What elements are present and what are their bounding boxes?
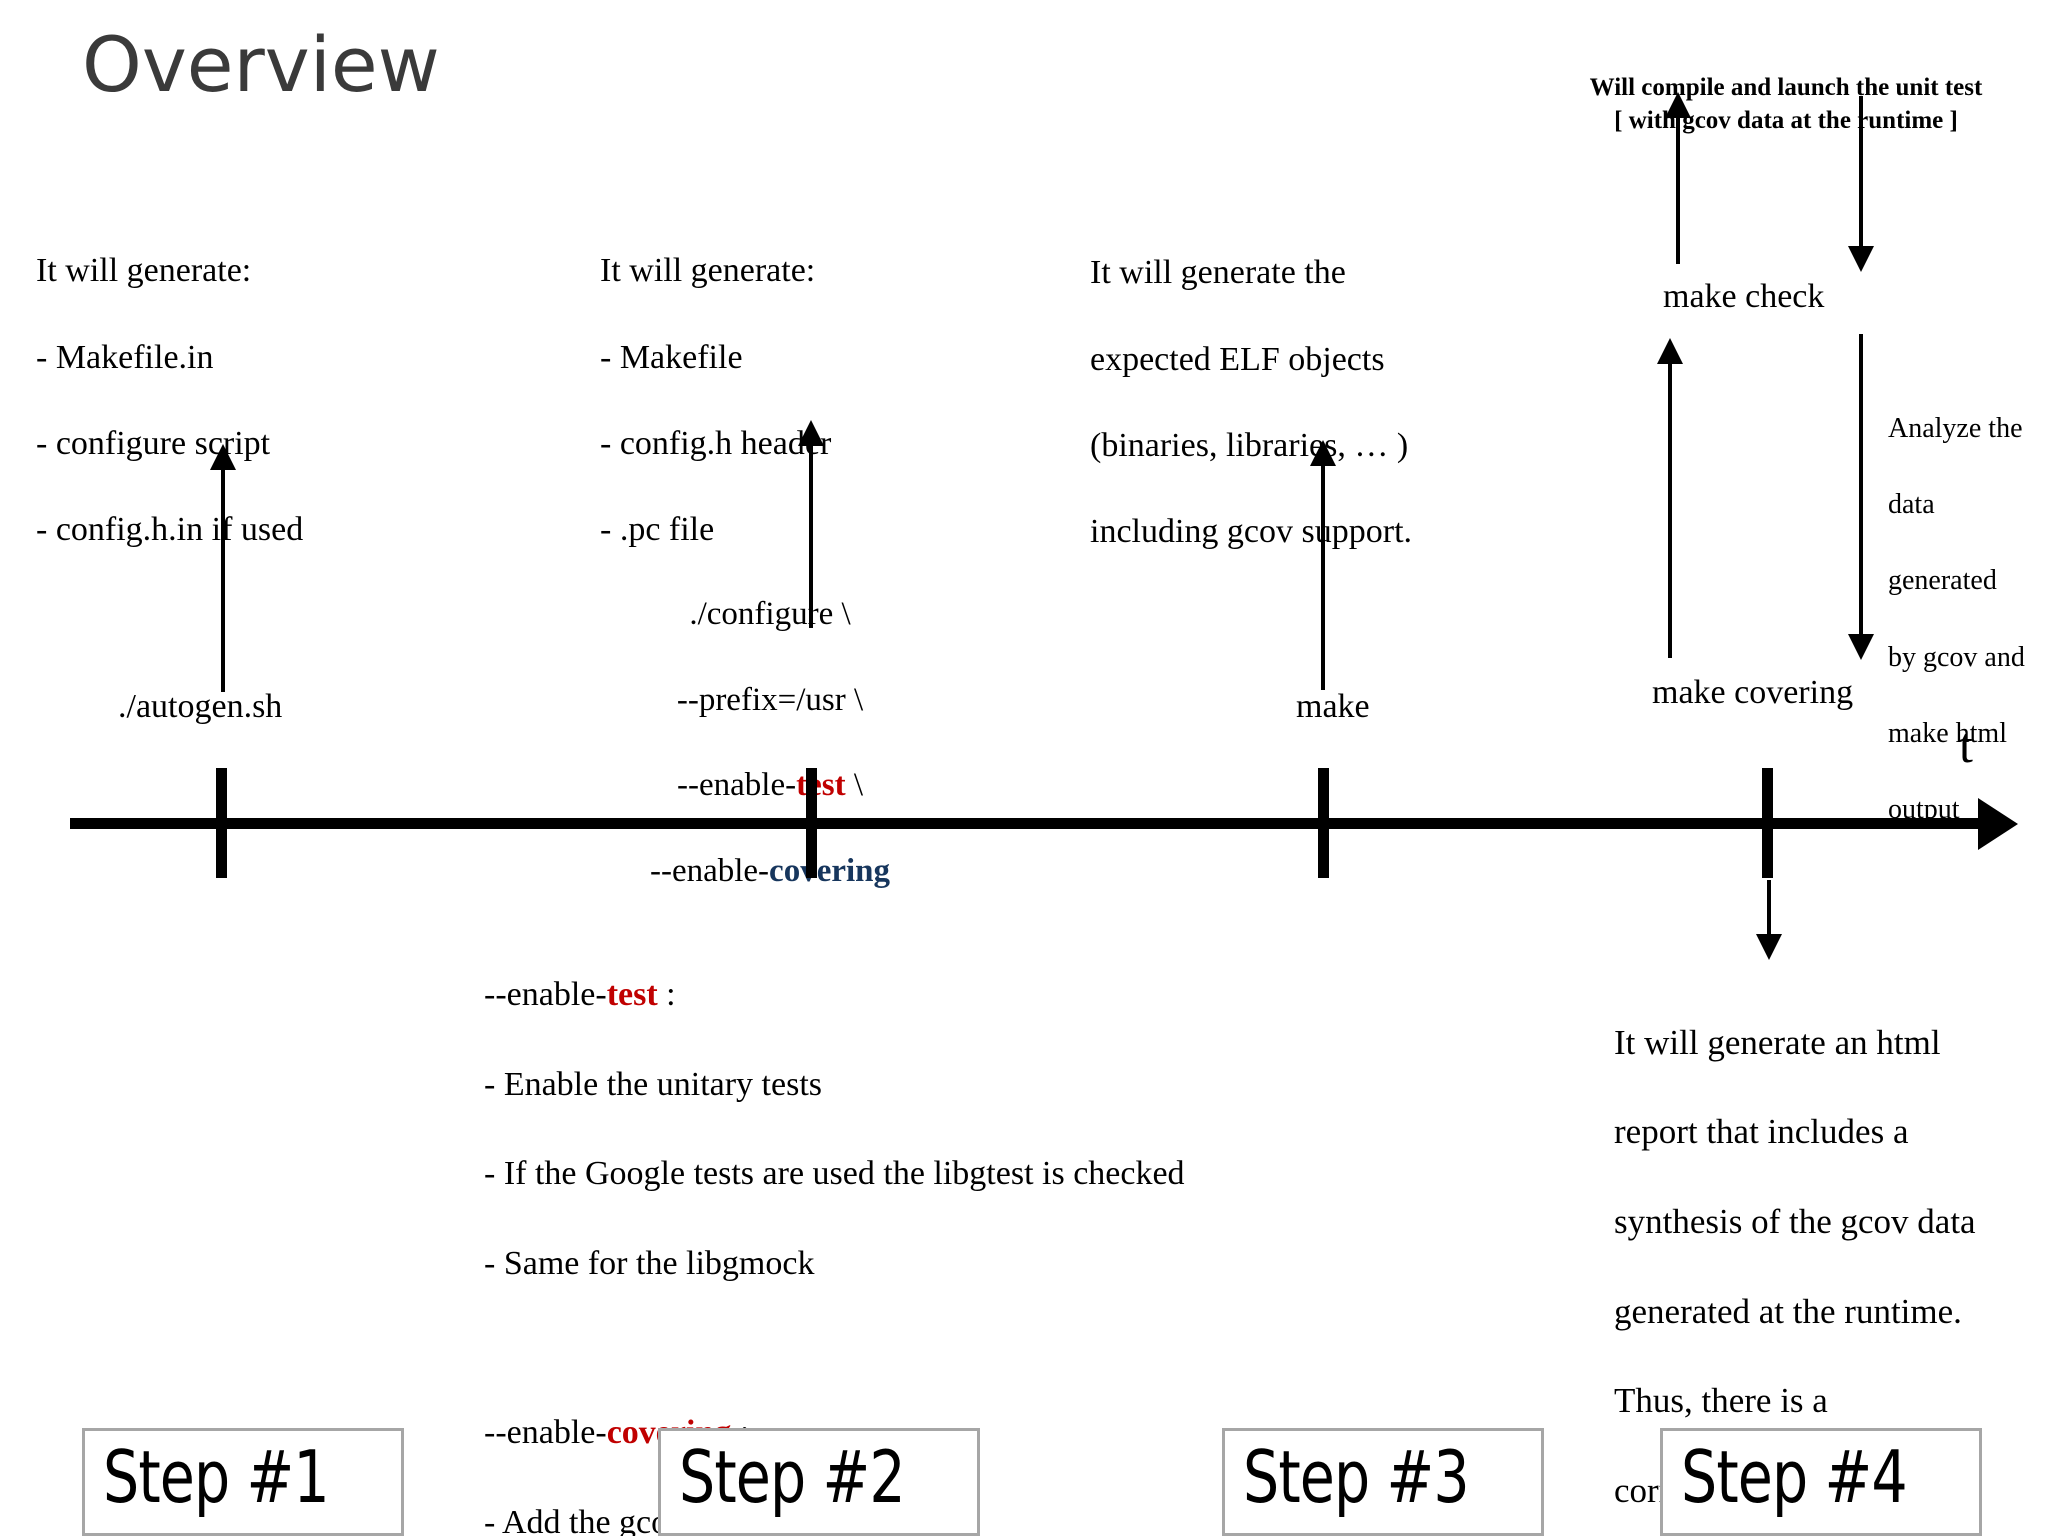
step-box-4-label: Step #4 [1681,1435,1908,1519]
configure-command-block: ./configure \ --prefix=/usr \ --enable-t… [610,550,930,936]
step-box-2-label: Step #2 [679,1435,906,1519]
timeline-label-make: make [1296,688,1370,725]
arrow-up-icon-step3 [1310,440,1336,690]
col2-note-line-2: - Makefile [600,338,743,376]
arrow-up-icon-step2 [798,420,824,628]
analyze-note-line-1: Analyze the [1888,413,2023,445]
report-note-line-5: Thus, there is a [1614,1381,1828,1421]
arrow-down-icon-report [1756,880,1782,960]
timeline-label-make-covering: make covering [1652,674,1854,711]
timeline-axis [70,818,1990,829]
col1-note-line-1: It will generate: [36,252,252,290]
analyze-note-line-3: generated [1888,565,1997,597]
banner-note-line-1: Will compile and launch the unit test [1589,74,1983,101]
page-title: Overview [82,20,440,109]
arrow-up-icon-check-to-banner [1665,92,1691,264]
configure-command-line-2: --prefix=/usr \ [676,681,864,718]
step-box-1-label: Step #1 [103,1435,330,1519]
arrow-up-icon-step1 [210,444,236,692]
step-box-3[interactable]: Step #3 [1222,1428,1544,1536]
analyze-note-line-4: by gcov and [1888,641,2025,673]
col2-note-line-1: It will generate: [600,252,816,290]
timeline-tick-1 [216,768,227,878]
col2-note-line-4: - .pc file [600,511,715,549]
configure-line3-keyword: test [796,767,846,804]
timeline-axis-label: t [1959,717,1973,773]
banner-note: Will compile and launch the unit test [ … [1556,72,2016,137]
timeline-arrow-icon [1978,798,2018,850]
step3-output-note: It will generate the expected ELF object… [1090,208,1560,597]
report-note-line-3: synthesis of the gcov data [1614,1201,1976,1241]
configure-line4-keyword: covering [769,853,891,890]
flags-spacer [484,1332,1364,1366]
configure-line4-prefix: --enable- [649,853,770,890]
step-box-2[interactable]: Step #2 [658,1428,980,1536]
flags-test-heading-keyword: test [606,975,658,1013]
flags-test-heading-prefix: --enable- [484,975,607,1013]
step-box-4[interactable]: Step #4 [1660,1428,1982,1536]
col1-note-line-2: - Makefile.in [36,338,214,376]
arrow-up-icon-covering-to-check [1657,338,1683,658]
step-box-1[interactable]: Step #1 [82,1428,404,1536]
analyze-note-line-5: make html [1888,717,2007,749]
configure-command-line-1: ./configure \ [689,595,851,632]
report-note-line-1: It will generate an html [1614,1022,1941,1062]
col3-note-line-2: expected ELF objects [1090,340,1385,378]
report-note-line-2: report that includes a [1614,1112,1909,1152]
report-note-line-4: generated at the runtime. [1614,1291,1962,1331]
col3-note-line-3: (binaries, libraries, … ) [1090,426,1409,464]
flags-test-heading: --enable-test : [484,973,1364,1018]
analyze-note: Analyze the data generated by gcov and m… [1888,372,2048,867]
flags-test-bullet-1: - Enable the unitary tests [484,1065,823,1103]
timeline-label-autogen: ./autogen.sh [118,688,283,725]
step-box-3-label: Step #3 [1243,1435,1470,1519]
col1-note-line-4: - config.h.in if used [36,511,304,549]
arrow-down-icon-analyze [1848,334,1874,660]
configure-command-line-4: --enable-covering [610,850,930,893]
configure-line3-suffix: \ [845,767,863,804]
timeline-tick-2 [806,768,817,878]
flags-test-bullet-3: - Same for the libgmock [484,1245,815,1283]
banner-note-line-2: [ with gcov data at the runtime ] [1614,106,1958,134]
timeline-tick-4 [1762,768,1773,878]
configure-line3-prefix: --enable- [677,767,797,804]
col3-note-line-1: It will generate the [1090,254,1346,292]
timeline-label-make-check: make check [1663,278,1825,315]
configure-command-line-3: --enable-test \ [610,764,930,807]
arrow-down-icon-banner-to-check [1848,96,1874,272]
timeline-tick-3 [1318,768,1329,878]
step1-output-note: It will generate: - Makefile.in - config… [36,206,456,595]
flags-covering-heading-prefix: --enable- [484,1413,607,1451]
col1-note-line-3: - configure script [36,424,271,462]
flags-test-heading-suffix: : [657,975,676,1013]
analyze-note-line-2: data [1888,489,1935,521]
step2-output-note: It will generate: - Makefile - config.h … [600,206,1000,595]
flags-test-bullet-2: - If the Google tests are used the libgt… [484,1155,1185,1193]
col3-note-line-4: including gcov support. [1090,513,1413,551]
